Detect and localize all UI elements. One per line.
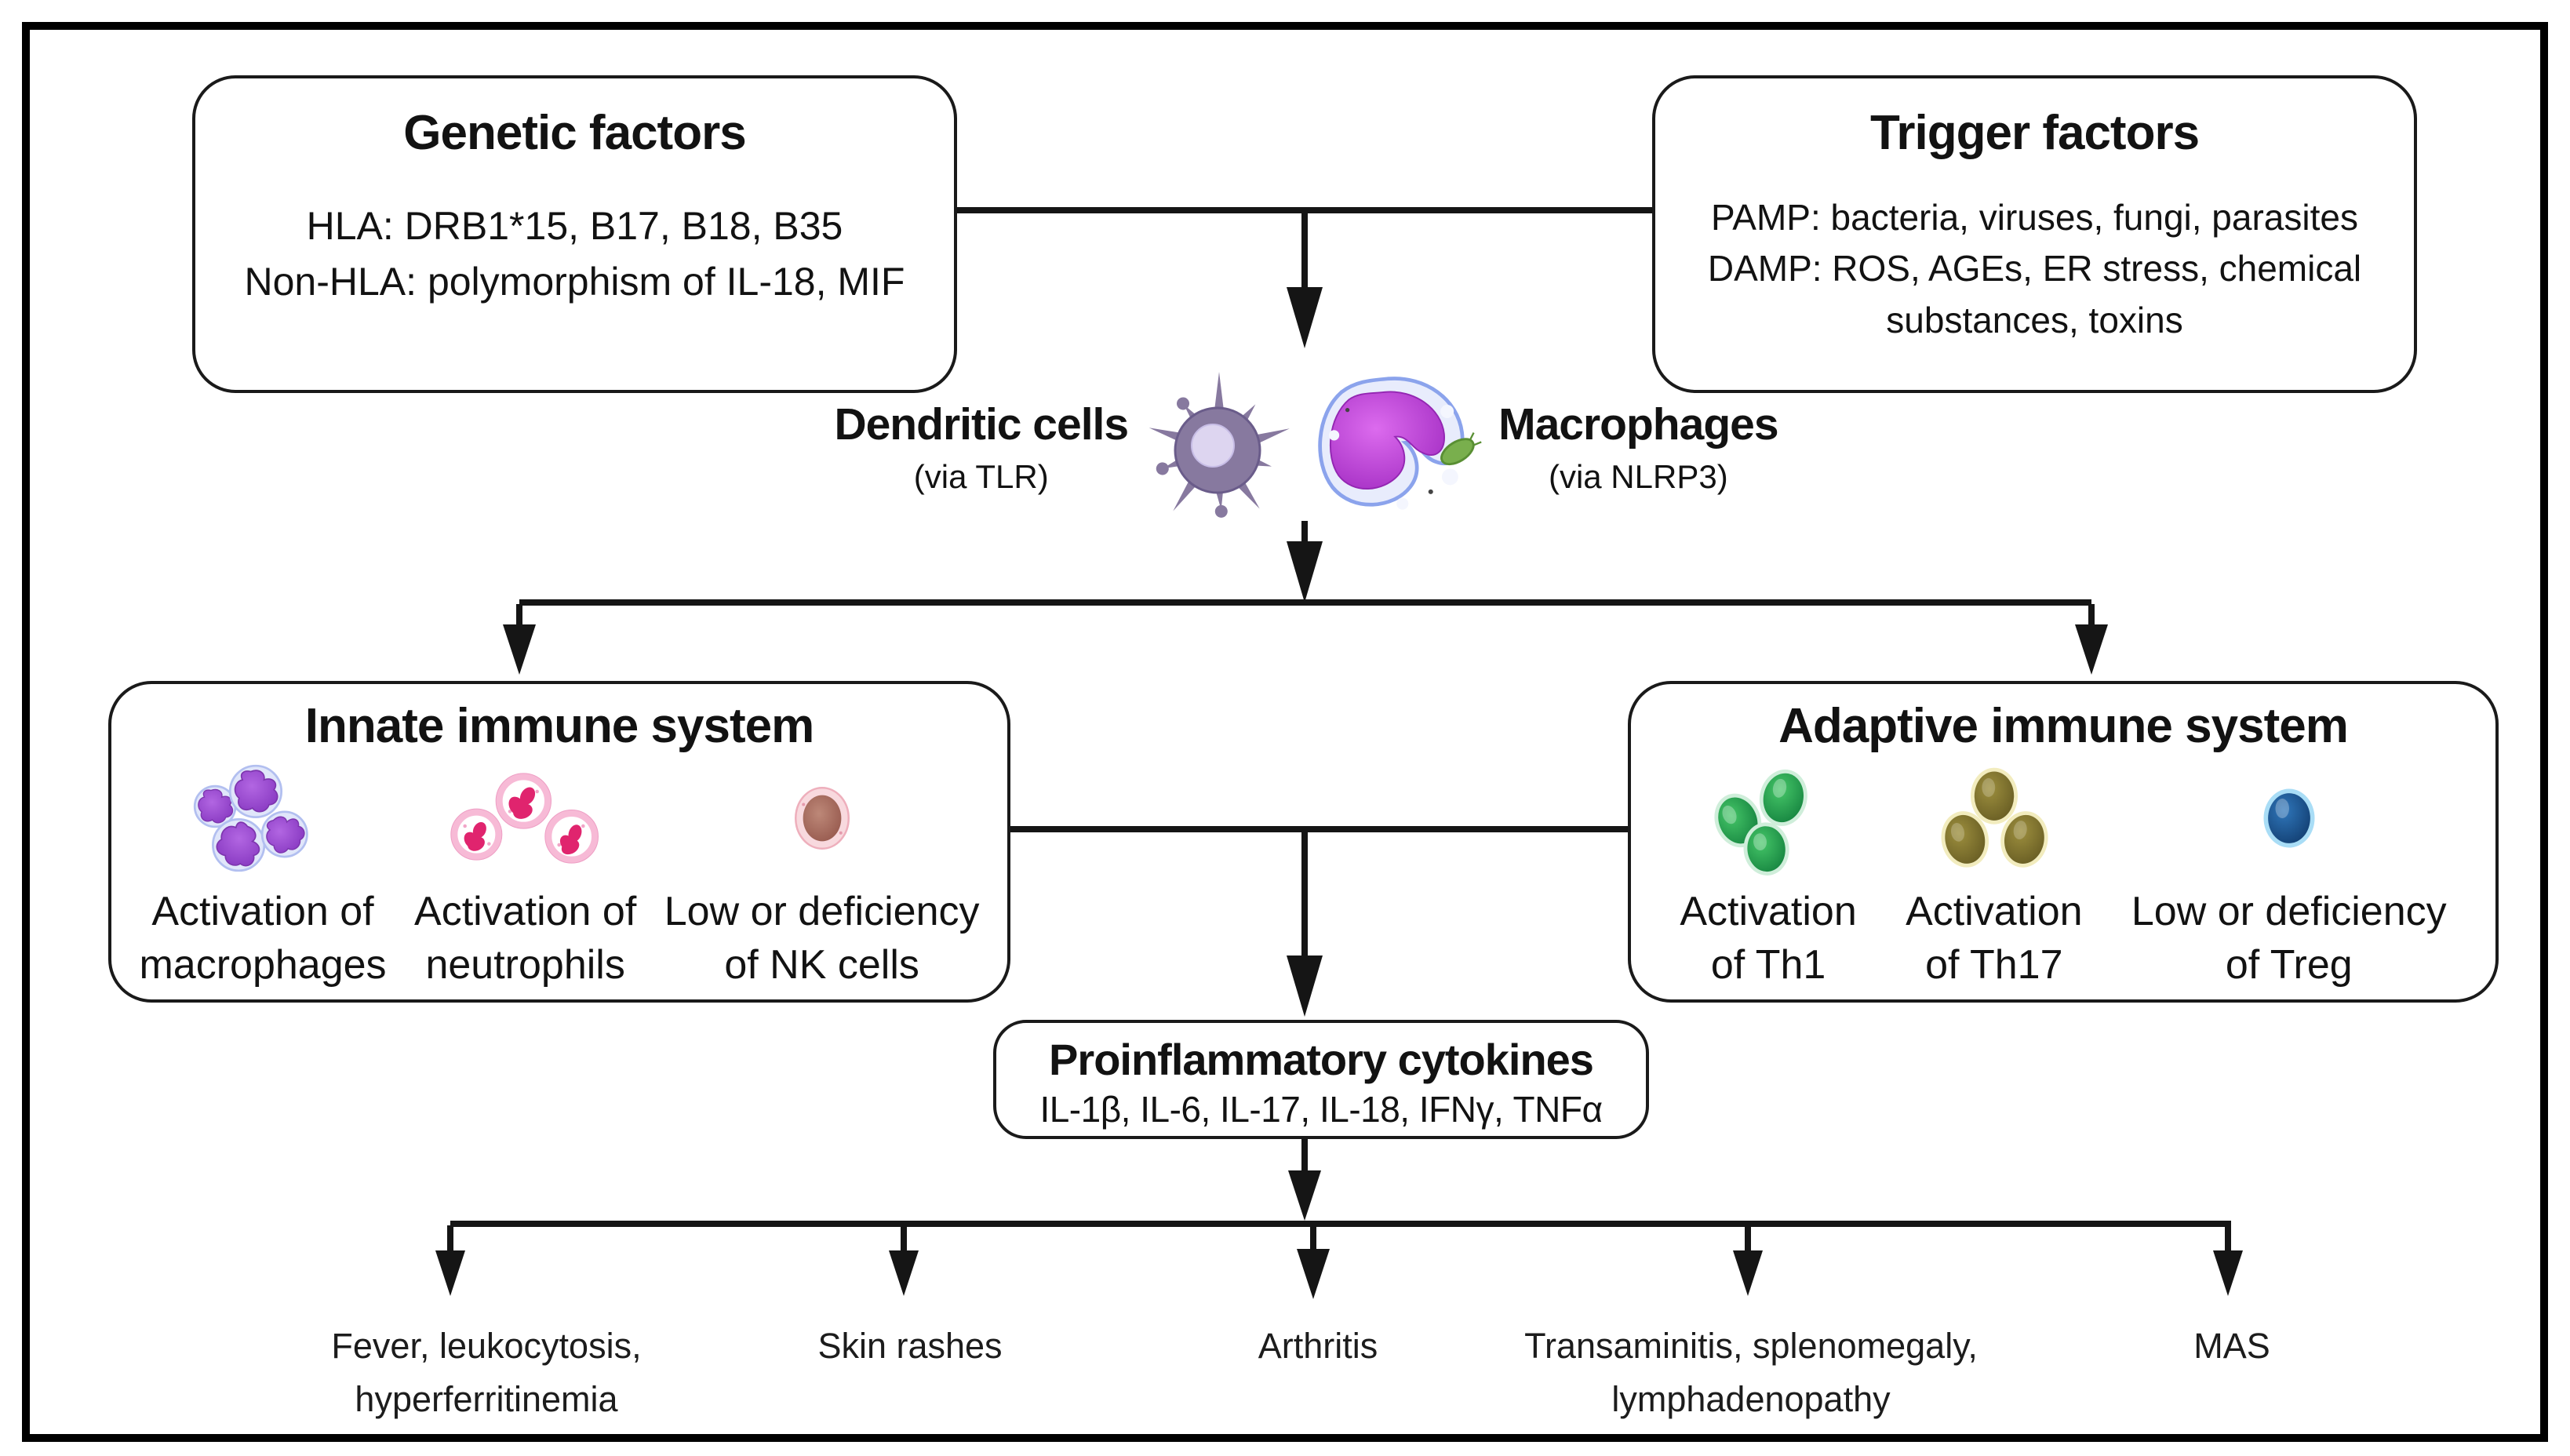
trigger-factors-body: PAMP: bacteria, viruses, fungi, parasite… [1655, 192, 2414, 346]
apc-row: Dendritic cells (via TLR) [745, 355, 1867, 539]
outcome-arrow-head-2 [889, 1250, 919, 1296]
outcomes-branch-line [450, 1221, 2231, 1227]
genetic-line: Non-HLA: polymorphism of IL-18, MIF [244, 260, 905, 304]
genetic-line: HLA: DRB1*15, B17, B18, B35 [306, 204, 843, 248]
outcome-label: Arthritis [1258, 1326, 1378, 1366]
dendritic-cells-label-block: Dendritic cells (via TLR) [834, 399, 1129, 496]
th1-cells-icon [1714, 769, 1807, 875]
bacterium-icon [1440, 431, 1482, 465]
innate-content: Activation of macrophages [111, 755, 1007, 992]
arrow-to-branch-head [1287, 541, 1323, 602]
arrow-to-cytokines-stem [1301, 828, 1308, 958]
arrow-to-outcomes-stem [1301, 1139, 1308, 1175]
macrophages-cluster-icon [193, 764, 308, 872]
innate-immune-box: Innate immune system [108, 681, 1010, 1003]
trigger-factors-box: Trigger factors PAMP: bacteria, viruses,… [1652, 75, 2417, 393]
arrow-to-outcomes-head [1288, 1170, 1321, 1221]
dendritic-cells-label: Dendritic cells [834, 399, 1129, 450]
genetic-factors-title: Genetic factors [403, 106, 746, 160]
outcome-arrow-stem-3 [1310, 1225, 1316, 1250]
th17-cells-icon [1941, 767, 2048, 868]
dendritic-cell-icon [1148, 371, 1290, 518]
arrow-to-adaptive-head [2075, 624, 2108, 675]
trigger-factors-title: Trigger factors [1869, 106, 2200, 160]
cytokines-box: Proinflammatory cytokines IL-1β, IL-6, I… [993, 1020, 1649, 1139]
outcome-label: Transaminitis, splenomegaly, lymphadenop… [1524, 1326, 1978, 1419]
outcome-arrow-stem-4 [1745, 1225, 1751, 1252]
innate-macrophages-column: Activation of macrophages [139, 755, 387, 992]
innate-item-label: Low or deficiency of NK cells [664, 889, 980, 988]
adaptive-item-label: Activation of Th1 [1680, 889, 1857, 988]
outcome-arrow-stem-1 [447, 1225, 453, 1252]
macrophages-label-block: Macrophages (via NLRP3) [1498, 399, 1778, 496]
innate-neutrophils-column: Activation of neutrophils [414, 755, 636, 992]
cytokines-title: Proinflammatory cytokines [1049, 1035, 1594, 1084]
genetic-factors-body: HLA: DRB1*15, B17, B18, B35 Non-HLA: pol… [195, 198, 954, 310]
connector-immune-boxes [1010, 826, 1628, 832]
trigger-line: PAMP: bacteria, viruses, fungi, parasite… [1711, 197, 2358, 238]
outcome-label: Skin rashes [817, 1326, 1003, 1366]
arrow-to-cytokines-head [1287, 956, 1323, 1017]
outcome-label: MAS [2193, 1326, 2270, 1366]
adaptive-immune-title: Adaptive immune system [1778, 699, 2349, 753]
adaptive-treg-column: Low or deficiency of Treg [2131, 755, 2447, 992]
adaptive-item-label: Low or deficiency of Treg [2131, 889, 2447, 988]
innate-immune-title: Innate immune system [304, 699, 814, 753]
outcome-arrow-stem-2 [901, 1225, 907, 1252]
adaptive-th17-column: Activation of Th17 [1906, 755, 2083, 992]
innate-item-label: Activation of macrophages [139, 889, 387, 988]
outcome-label: Fever, leukocytosis, hyperferritinemia [331, 1326, 642, 1419]
macrophage-icon [1318, 376, 1482, 510]
arrow-to-innate-stem [516, 604, 522, 626]
neutrophils-icon [450, 773, 599, 864]
outcome-arrow-head-1 [435, 1250, 465, 1296]
branch-line-immune [519, 599, 2091, 606]
arrow-to-apc-stem [1301, 209, 1308, 289]
outcome-arrow-head-5 [2213, 1250, 2243, 1296]
trigger-line: substances, toxins [1886, 299, 2183, 340]
outcome-arrow-stem-5 [2225, 1225, 2231, 1252]
arrow-to-innate-head [503, 624, 536, 675]
macrophages-sublabel: (via NLRP3) [1548, 457, 1728, 495]
adaptive-th1-column: Activation of Th1 [1680, 755, 1857, 992]
arrow-to-apc-head [1287, 287, 1323, 348]
innate-nk-column: Low or deficiency of NK cells [664, 755, 980, 992]
outcome-arrow-head-3 [1297, 1249, 1330, 1299]
trigger-line: DAMP: ROS, AGEs, ER stress, chemical [1707, 248, 2362, 289]
macrophages-label: Macrophages [1498, 399, 1778, 450]
arrow-to-branch-stem [1301, 521, 1308, 548]
innate-item-label: Activation of neutrophils [414, 889, 637, 988]
cytokines-list: IL-1β, IL-6, IL-17, IL-18, IFNγ, TNFα [1039, 1089, 1603, 1130]
genetic-factors-box: Genetic factors HLA: DRB1*15, B17, B18, … [192, 75, 957, 393]
adaptive-immune-box: Adaptive immune system [1628, 681, 2499, 1003]
outcome-arrow-head-4 [1733, 1250, 1763, 1296]
nk-cell-icon [794, 787, 850, 850]
arrow-to-adaptive-stem [2088, 604, 2095, 626]
adaptive-content: Activation of Th1 [1631, 755, 2495, 992]
dendritic-cells-sublabel: (via TLR) [913, 457, 1049, 495]
adaptive-item-label: Activation of Th17 [1906, 889, 2083, 988]
treg-cell-icon [2263, 788, 2315, 848]
